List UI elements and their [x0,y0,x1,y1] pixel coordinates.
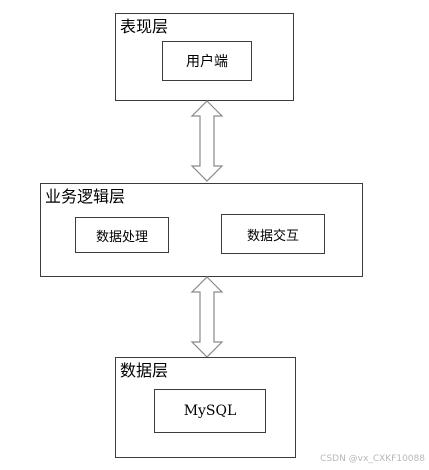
presentation-layer-title: 表现层 [120,17,169,36]
data-layer-title: 数据层 [120,361,169,380]
bidirectional-arrow-bottom [190,276,224,358]
business-logic-layer: 业务逻辑层 数据处理 数据交互 [40,183,363,277]
data-processing-box: 数据处理 [75,217,169,253]
data-interaction-box: 数据交互 [221,214,325,254]
arrow-shape [190,276,224,358]
business-logic-layer-title: 业务逻辑层 [45,187,126,206]
client-box: 用户端 [162,41,252,81]
mysql-box: MySQL [154,389,266,433]
data-layer: 数据层 MySQL [115,357,296,458]
watermark-text: CSDN @vx_CXKF10088 [320,454,425,464]
bidirectional-arrow-top [190,100,224,182]
presentation-layer: 表现层 用户端 [115,13,294,101]
arrow-shape [190,100,224,182]
